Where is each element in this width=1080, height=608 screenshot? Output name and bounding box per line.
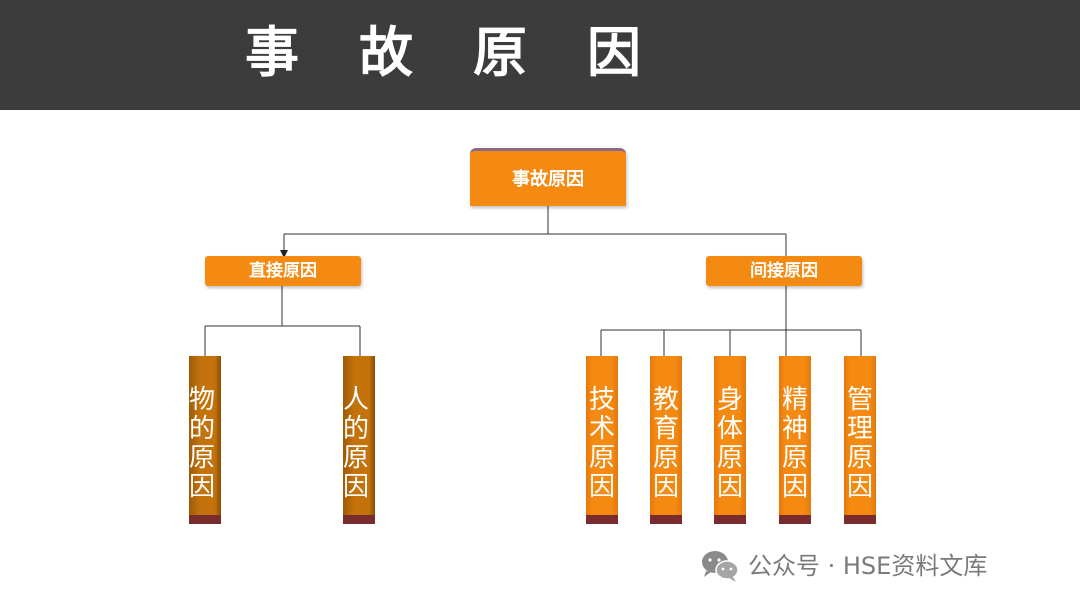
leaf-label: 教育原因 xyxy=(652,385,679,502)
leaf-node: 物的原因 xyxy=(189,356,221,524)
leaf-node: 身体原因 xyxy=(714,356,746,524)
branch-node-indirect: 间接原因 xyxy=(706,256,862,286)
leaf-node: 教育原因 xyxy=(650,356,682,524)
leaf-label: 身体原因 xyxy=(716,385,743,502)
leaf-label: 技术原因 xyxy=(588,385,615,502)
watermark-text: 公众号 · HSE资料文库 xyxy=(748,552,988,580)
title-bar: 事故原因 xyxy=(0,0,1080,110)
root-node: 事故原因 xyxy=(470,148,626,206)
wechat-icon xyxy=(702,551,739,582)
leaf-label: 人的原因 xyxy=(342,385,369,502)
leaf-label: 物的原因 xyxy=(188,385,215,502)
leaf-node: 技术原因 xyxy=(586,356,618,524)
leaf-label: 管理原因 xyxy=(846,385,873,502)
leaf-node: 精神原因 xyxy=(779,356,811,524)
branch-node-direct: 直接原因 xyxy=(205,256,361,286)
page-title: 事故原因 xyxy=(245,21,701,84)
leaf-node: 人的原因 xyxy=(343,356,375,524)
leaf-node: 管理原因 xyxy=(844,356,876,524)
leaf-label: 精神原因 xyxy=(781,385,808,502)
